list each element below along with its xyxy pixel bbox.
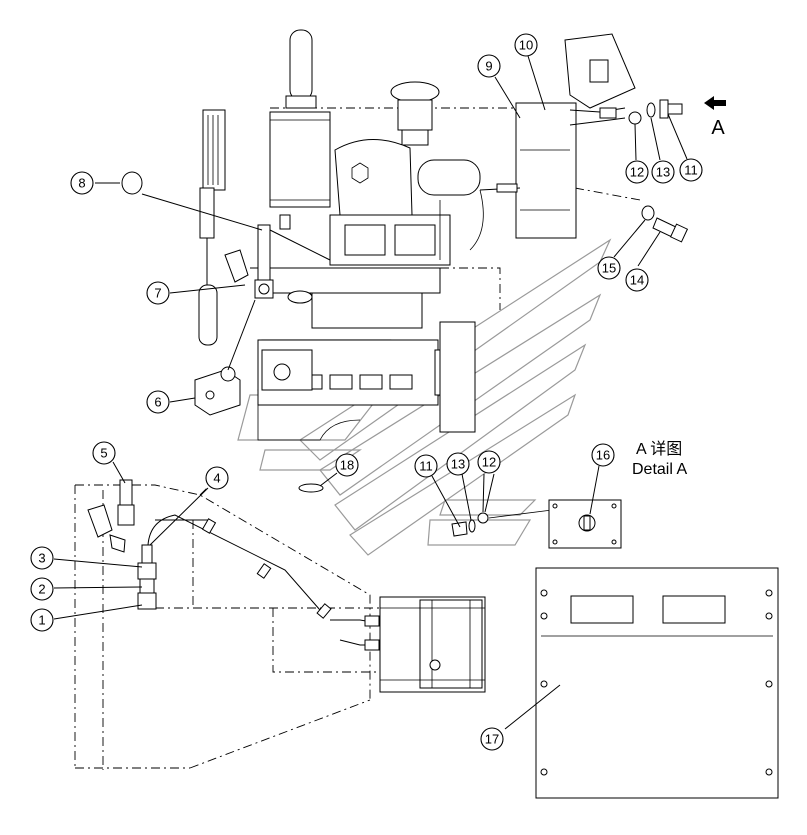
callout-17-label: 17	[485, 732, 499, 747]
detail-title-cn: A 详图	[636, 440, 682, 458]
callout-3-label: 3	[38, 551, 45, 566]
callout-9-label: 9	[485, 59, 492, 74]
callout-4: 4	[205, 466, 229, 490]
callout-15-label: 15	[602, 261, 616, 276]
callout-8-label: 8	[78, 176, 85, 191]
callout-18: 18	[335, 453, 359, 477]
callout-16: 16	[591, 443, 615, 467]
callout-1-label: 1	[38, 613, 45, 628]
control-panel-17	[535, 567, 779, 799]
callout-2-label: 2	[38, 582, 45, 597]
detail-a-parts	[451, 499, 622, 549]
callout-13-top: 13	[651, 160, 675, 184]
callout-17: 17	[480, 727, 504, 751]
callout-5: 5	[92, 441, 116, 465]
callout-16-label: 16	[596, 448, 610, 463]
center-lines	[74, 107, 641, 770]
callout-12-detail: 12	[477, 450, 501, 474]
callout-7: 7	[146, 281, 170, 305]
callout-11-detail-label: 11	[419, 459, 433, 474]
callout-12-detail-label: 12	[482, 455, 496, 470]
callout-2: 2	[30, 577, 54, 601]
callout-1: 1	[30, 608, 54, 632]
callout-10-label: 10	[519, 38, 533, 53]
callout-5-label: 5	[100, 446, 107, 461]
callout-11-top-label: 11	[684, 163, 698, 178]
callout-8: 8	[70, 171, 94, 195]
callout-18-label: 18	[340, 458, 354, 473]
callout-3: 3	[30, 546, 54, 570]
callout-14: 14	[625, 268, 649, 292]
detail-title-en: Detail A	[632, 461, 687, 478]
view-arrow-label: A	[711, 117, 725, 139]
callout-9: 9	[477, 54, 501, 78]
callout-11-top: 11	[679, 158, 703, 182]
callout-10: 10	[514, 33, 538, 57]
terminal-block	[194, 299, 256, 416]
callout-13-top-label: 13	[656, 165, 670, 180]
callout-6: 6	[146, 390, 170, 414]
engine-assembly	[198, 29, 689, 441]
callout-15: 15	[597, 256, 621, 280]
callout-4-label: 4	[213, 471, 220, 486]
callout-14-label: 14	[630, 273, 644, 288]
callout-12-top: 12	[625, 160, 649, 184]
callout-13-detail-label: 13	[451, 457, 465, 472]
callout-7-label: 7	[154, 286, 161, 301]
view-arrow-a: A	[704, 96, 726, 139]
pipe-assembly	[87, 479, 486, 693]
callouts: 1 2 3 4 5 6 7 8 9 10 11	[30, 33, 703, 751]
callout-11-detail: 11	[414, 454, 438, 478]
callout-12-top-label: 12	[630, 165, 644, 180]
detail-title: A 详图 Detail A	[632, 440, 687, 478]
leader-lines	[53, 55, 688, 730]
callout-13-detail: 13	[446, 452, 470, 476]
callout-6-label: 6	[154, 395, 161, 410]
